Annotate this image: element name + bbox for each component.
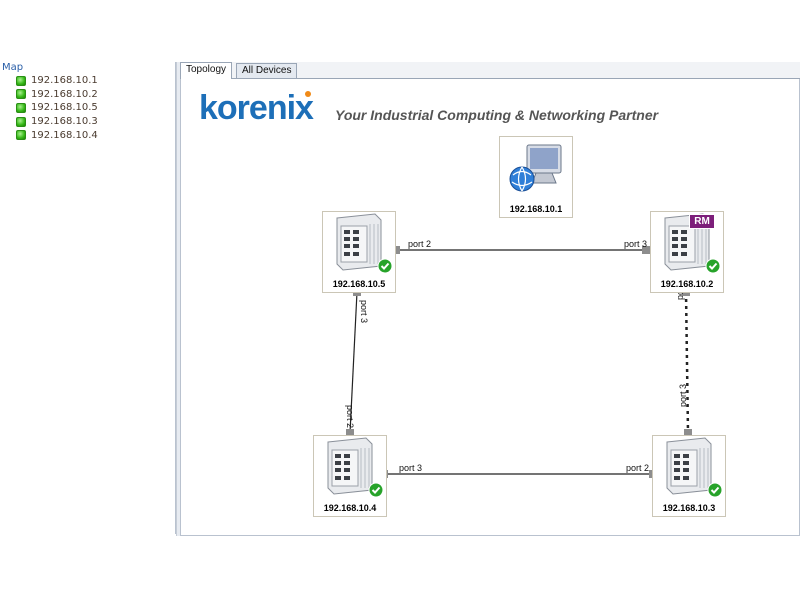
node-label: 192.168.10.2 [660,279,714,289]
logo-dot [305,91,311,97]
tree-item-label: 192.168.10.5 [31,102,98,114]
port-label: port 3 [678,384,688,407]
tree-item-label: 192.168.10.1 [31,75,98,87]
device-tree-pane: Map 192.168.10.1 192.168.10.2 192.168.10… [0,62,176,534]
main-pane: Topology All Devices korenix Your Indust… [180,62,800,536]
port-marker [392,246,400,254]
port-marker [642,246,650,254]
status-ok-check-icon [707,482,723,498]
tab-topology[interactable]: Topology [180,62,233,79]
node-label: 192.168.10.1 [509,204,563,214]
switch-icon [336,213,382,271]
port-label: port 3 [399,463,422,473]
device-tree-list: 192.168.10.1 192.168.10.2 192.168.10.5 1… [16,74,98,142]
port-label: port 3 [624,239,647,249]
tab-all-devices[interactable]: All Devices [236,63,298,78]
tree-item-label: 192.168.10.4 [31,129,98,141]
port-label: port 2 [408,239,431,249]
port-marker [346,429,354,437]
tree-item-label: 192.168.10.3 [31,116,98,128]
switch-icon [666,437,712,495]
status-ok-icon [16,116,26,127]
tagline: Your Industrial Computing & Networking P… [335,107,659,123]
tree-item-192-168-10-2[interactable]: 192.168.10.2 [16,88,98,102]
port-label: port 2 [626,463,649,473]
node-192-168-10-2[interactable]: RM 192.168.10.2 [650,211,724,293]
tree-item-192-168-10-4[interactable]: 192.168.10.4 [16,128,98,142]
status-ok-check-icon [705,258,721,274]
ring-master-badge: RM [689,214,715,229]
tree-item-192-168-10-5[interactable]: 192.168.10.5 [16,101,98,115]
link-line[interactable] [349,291,358,434]
node-192-168-10-5[interactable]: 192.168.10.5 [322,211,396,293]
status-ok-check-icon [377,258,393,274]
node-192-168-10-4[interactable]: 192.168.10.4 [313,435,387,517]
port-label: port 3 [359,300,369,323]
topology-canvas[interactable]: korenix Your Industrial Computing & Netw… [180,79,800,536]
node-label: 192.168.10.3 [662,503,716,513]
tree-item-label: 192.168.10.2 [31,88,98,100]
tree-item-192-168-10-1[interactable]: 192.168.10.1 [16,74,98,88]
switch-icon [327,437,373,495]
port-label: port 2 [345,405,355,428]
node-label: 192.168.10.4 [323,503,377,513]
status-ok-icon [16,89,26,100]
tab-bar: Topology All Devices [180,62,800,79]
node-192-168-10-3[interactable]: 192.168.10.3 [652,435,726,517]
port-marker [684,429,692,437]
status-ok-icon [16,130,26,141]
korenix-logo: korenix [199,89,314,127]
computer-globe-icon [509,144,562,192]
tree-item-192-168-10-3[interactable]: 192.168.10.3 [16,115,98,129]
node-label: 192.168.10.5 [332,279,386,289]
node-192-168-10-1[interactable]: 192.168.10.1 [499,136,573,218]
status-ok-icon [16,75,26,86]
tree-root-map[interactable]: Map [2,62,24,73]
link-line[interactable] [684,291,690,434]
status-ok-check-icon [368,482,384,498]
status-ok-icon [16,102,26,113]
